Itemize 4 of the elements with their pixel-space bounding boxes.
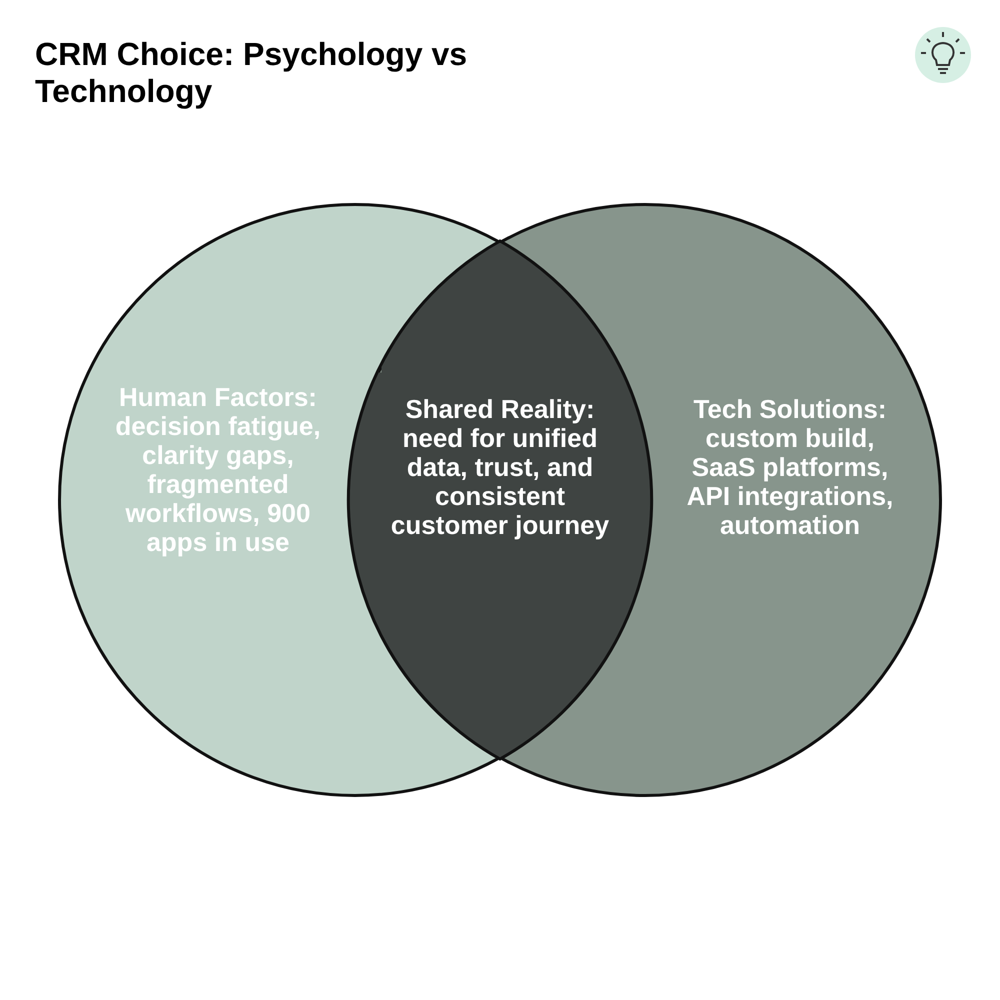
region-text: Human Factors: decision fatigue, clarity gaps, fragmented workflows, 900 apps in use [114,383,322,557]
title: CRM Choice: Psychology vs Technology [35,36,468,110]
region-text: Shared Reality: need for unified data, trust, and consistent customer journey [390,395,610,540]
region-text: Tech Solutions: custom build, SaaS platforms, API integrations, automation [686,395,894,540]
